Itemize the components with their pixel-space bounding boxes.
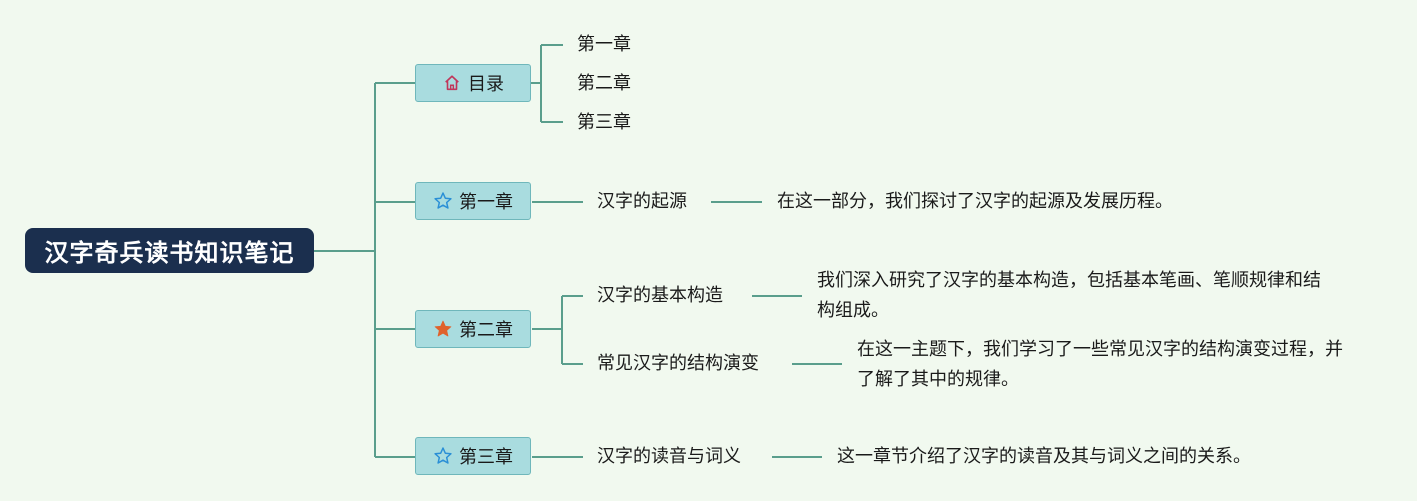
- subtopic-mulu-3[interactable]: 第三章: [577, 112, 631, 133]
- branch-chapter-2[interactable]: 第二章: [415, 310, 531, 348]
- subtopic-ch2-1[interactable]: 汉字的基本构造: [597, 285, 723, 306]
- root-topic[interactable]: 汉字奇兵读书知识笔记: [25, 228, 314, 273]
- subtopic-ch3-1[interactable]: 汉字的读音与词义: [597, 446, 741, 467]
- branch-mulu[interactable]: 目录: [415, 64, 531, 102]
- star-filled-icon: [433, 319, 453, 339]
- note-ch2-1[interactable]: 我们深入研究了汉字的基本构造，包括基本笔画、笔顺规律和结构组成。: [817, 270, 1321, 321]
- home-icon: [442, 73, 462, 93]
- branch-label: 目录: [468, 74, 504, 95]
- branch-label: 第一章: [459, 192, 513, 213]
- branch-label: 第二章: [459, 320, 513, 341]
- subtopic-ch1-1[interactable]: 汉字的起源: [597, 191, 687, 212]
- subtopic-ch2-2[interactable]: 常见汉字的结构演变: [597, 353, 759, 374]
- star-outline-icon: [433, 191, 453, 211]
- star-outline-icon: [433, 446, 453, 466]
- branch-label: 第三章: [459, 447, 513, 468]
- note-ch1-1[interactable]: 在这一部分，我们探讨了汉字的起源及发展历程。: [777, 191, 1173, 212]
- note-ch2-2[interactable]: 在这一主题下，我们学习了一些常见汉字的结构演变过程，并了解了其中的规律。: [857, 339, 1343, 390]
- note-ch3-1[interactable]: 这一章节介绍了汉字的读音及其与词义之间的关系。: [837, 446, 1251, 467]
- root-title: 汉字奇兵读书知识笔记: [44, 239, 295, 267]
- branch-chapter-1[interactable]: 第一章: [415, 182, 531, 220]
- subtopic-mulu-1[interactable]: 第一章: [577, 34, 631, 55]
- subtopic-mulu-2[interactable]: 第二章: [577, 73, 631, 94]
- branch-chapter-3[interactable]: 第三章: [415, 437, 531, 475]
